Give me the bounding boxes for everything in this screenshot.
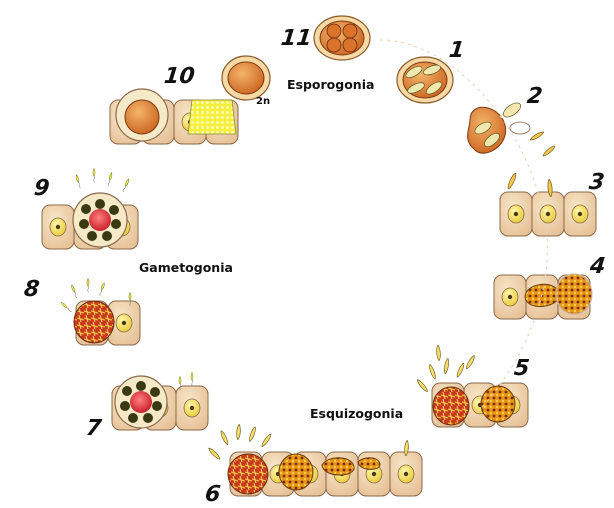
phase-label-gametogony: Gametogonia (139, 262, 233, 275)
stage-number-7: 7 (85, 418, 103, 440)
stage-8-microgamont (61, 278, 140, 345)
stage-6-second-schizonts (207, 424, 422, 496)
phase-label-schizogony: Esquizogonia (310, 408, 403, 421)
stage-9-fertilization (42, 168, 138, 249)
stage-number-8: 8 (23, 279, 41, 301)
stage-number-1: 1 (448, 40, 466, 62)
stage-1-sporulated-oocyst (397, 57, 453, 103)
stage-number-4: 4 (589, 256, 607, 278)
stage-4-schizonts (494, 274, 592, 319)
stage-7-macrogamete (112, 372, 208, 430)
stage-number-5: 5 (513, 358, 531, 380)
stage-2-excystation (468, 100, 557, 157)
phase-label-sporogony: Esporogonia (287, 79, 374, 92)
ploidy-label: 2n (256, 97, 270, 107)
stage-number-6: 6 (204, 484, 222, 506)
stage-11-sporulating-oocyst (314, 16, 370, 60)
stage-number-3: 3 (588, 172, 606, 194)
stage-3-sporozoite-invasion (500, 172, 596, 236)
stage-5-merozoite-release (416, 345, 528, 427)
stage-number-2: 2 (526, 86, 544, 108)
stage-number-11: 11 (280, 28, 313, 50)
stage-number-9: 9 (33, 178, 51, 200)
stage-number-10: 10 (163, 66, 196, 88)
